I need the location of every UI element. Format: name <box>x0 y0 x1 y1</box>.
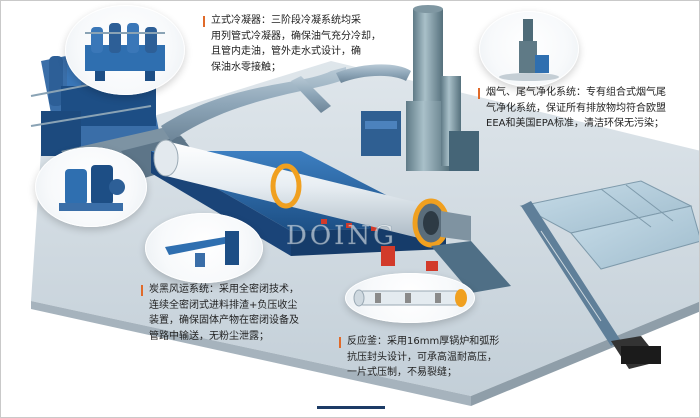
callout-title: 炭黑风运系统： <box>149 284 219 295</box>
callout-title: 烟气、尾气净化系统： <box>486 87 586 98</box>
callout-gas-purification: 烟气、尾气净化系统：专有组合式烟气尾 气净化系统，保证所有排放物均符合欧盟 EE… <box>478 85 699 132</box>
callout-reactor: 反应釜：采用16mm厚锅炉和弧形 抗压封头设计，可承高温耐高压， 一片式压制，不… <box>339 334 531 381</box>
callout-marker <box>203 16 205 27</box>
callout-title: 反应釜： <box>347 336 387 347</box>
callout-title: 立式冷凝器： <box>211 15 271 26</box>
gas-purifier-inset <box>479 11 579 87</box>
callout-line: 采用全密闭技术， <box>219 284 299 295</box>
callout-line: 抗压封头设计，可承高温耐高压， <box>347 351 497 363</box>
watermark: DOING <box>286 221 397 251</box>
callout-line: 保油水零接触； <box>211 61 281 73</box>
callout-marker <box>141 285 143 296</box>
reactor-drum <box>153 139 471 248</box>
callout-line: 气净化系统，保证所有排放物均符合欧盟 <box>486 102 666 114</box>
callout-line: 用列管式冷凝器，确保油气充分冷却， <box>211 30 381 42</box>
conveyor <box>521 201 661 369</box>
callout-line: 连续全密闭式进料排渣+负压收尘 <box>149 299 298 311</box>
callout-line: 一片式压制，不易裂缝； <box>347 367 457 378</box>
callout-marker <box>478 88 480 99</box>
reactor-inset <box>345 273 475 323</box>
carbon-conveyor-inset <box>145 213 263 283</box>
callout-line: 管路中输送，无粉尘泄露； <box>149 330 269 342</box>
bottom-accent-line <box>317 406 385 409</box>
gas-scrubber <box>361 111 401 156</box>
callout-line: 三阶段冷凝系统均采 <box>271 15 361 26</box>
chimney-tower <box>406 5 479 171</box>
callout-carbon-black: 炭黑风运系统：采用全密闭技术， 连续全密闭式进料排渣+负压收尘 装置，确保固体产… <box>141 282 329 344</box>
callout-line: 专有组合式烟气尾 <box>586 87 666 98</box>
callout-line: 装置，确保固体产物在密闭设备及 <box>149 315 299 326</box>
callout-line: 采用16mm厚锅炉和弧形 <box>387 336 500 347</box>
callout-line: 且管内走油，管外走水式设计，确 <box>211 46 361 57</box>
condenser-inset <box>65 5 185 95</box>
callout-line: EEA和美国EPA标准，清洁环保无污染； <box>486 118 665 129</box>
callout-condenser: 立式冷凝器：三阶段冷凝系统均采 用列管式冷凝器，确保油气充分冷却， 且管内走油，… <box>203 13 401 75</box>
callout-marker <box>339 337 341 348</box>
pump-inset <box>35 147 147 227</box>
